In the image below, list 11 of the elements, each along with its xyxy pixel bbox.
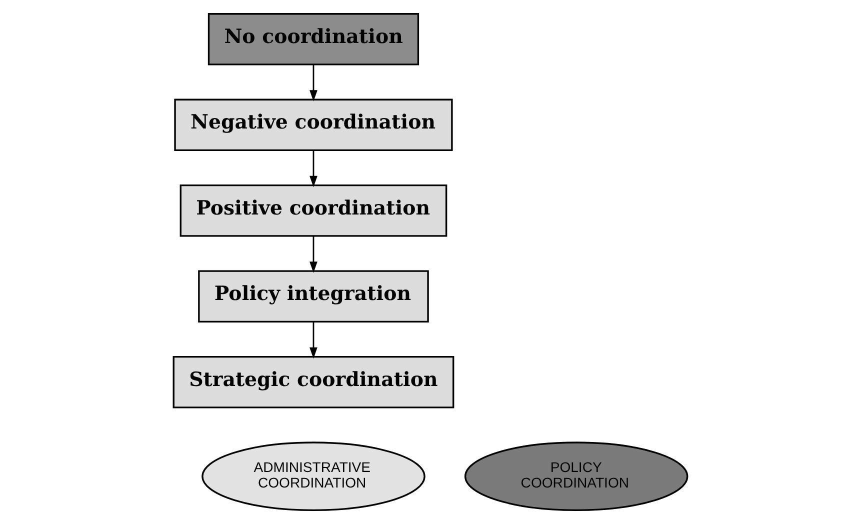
node-box: Strategic coordination (172, 356, 454, 408)
arrow (309, 322, 317, 359)
node-box: Policy integration (198, 270, 428, 323)
node-ellipse: POLICY COORDINATION (464, 442, 688, 512)
node-ellipse: ADMINISTRATIVE COORDINATION (201, 442, 425, 512)
arrow (309, 236, 317, 273)
node-box: No coordination (207, 13, 419, 66)
arrow (309, 150, 317, 188)
node-box: Positive coordination (179, 184, 447, 237)
node-box: Negative coordination (174, 98, 452, 152)
arrow (309, 64, 317, 102)
